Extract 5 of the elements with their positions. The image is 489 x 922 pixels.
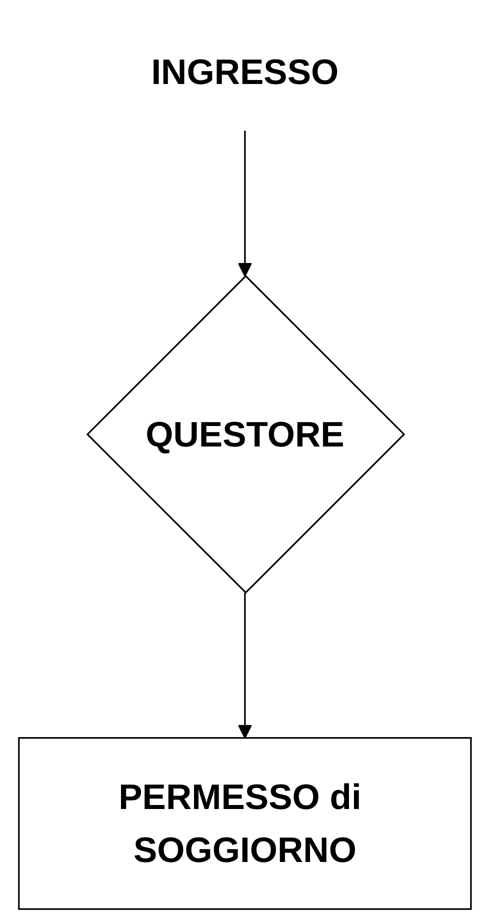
arrow [237,592,252,739]
node-text: INGRESSO [150,52,338,92]
node-diamond: QUESTORE [86,274,405,594]
arrow [237,130,252,277]
node-box: PERMESSO di SOGGIORNO [18,737,472,910]
